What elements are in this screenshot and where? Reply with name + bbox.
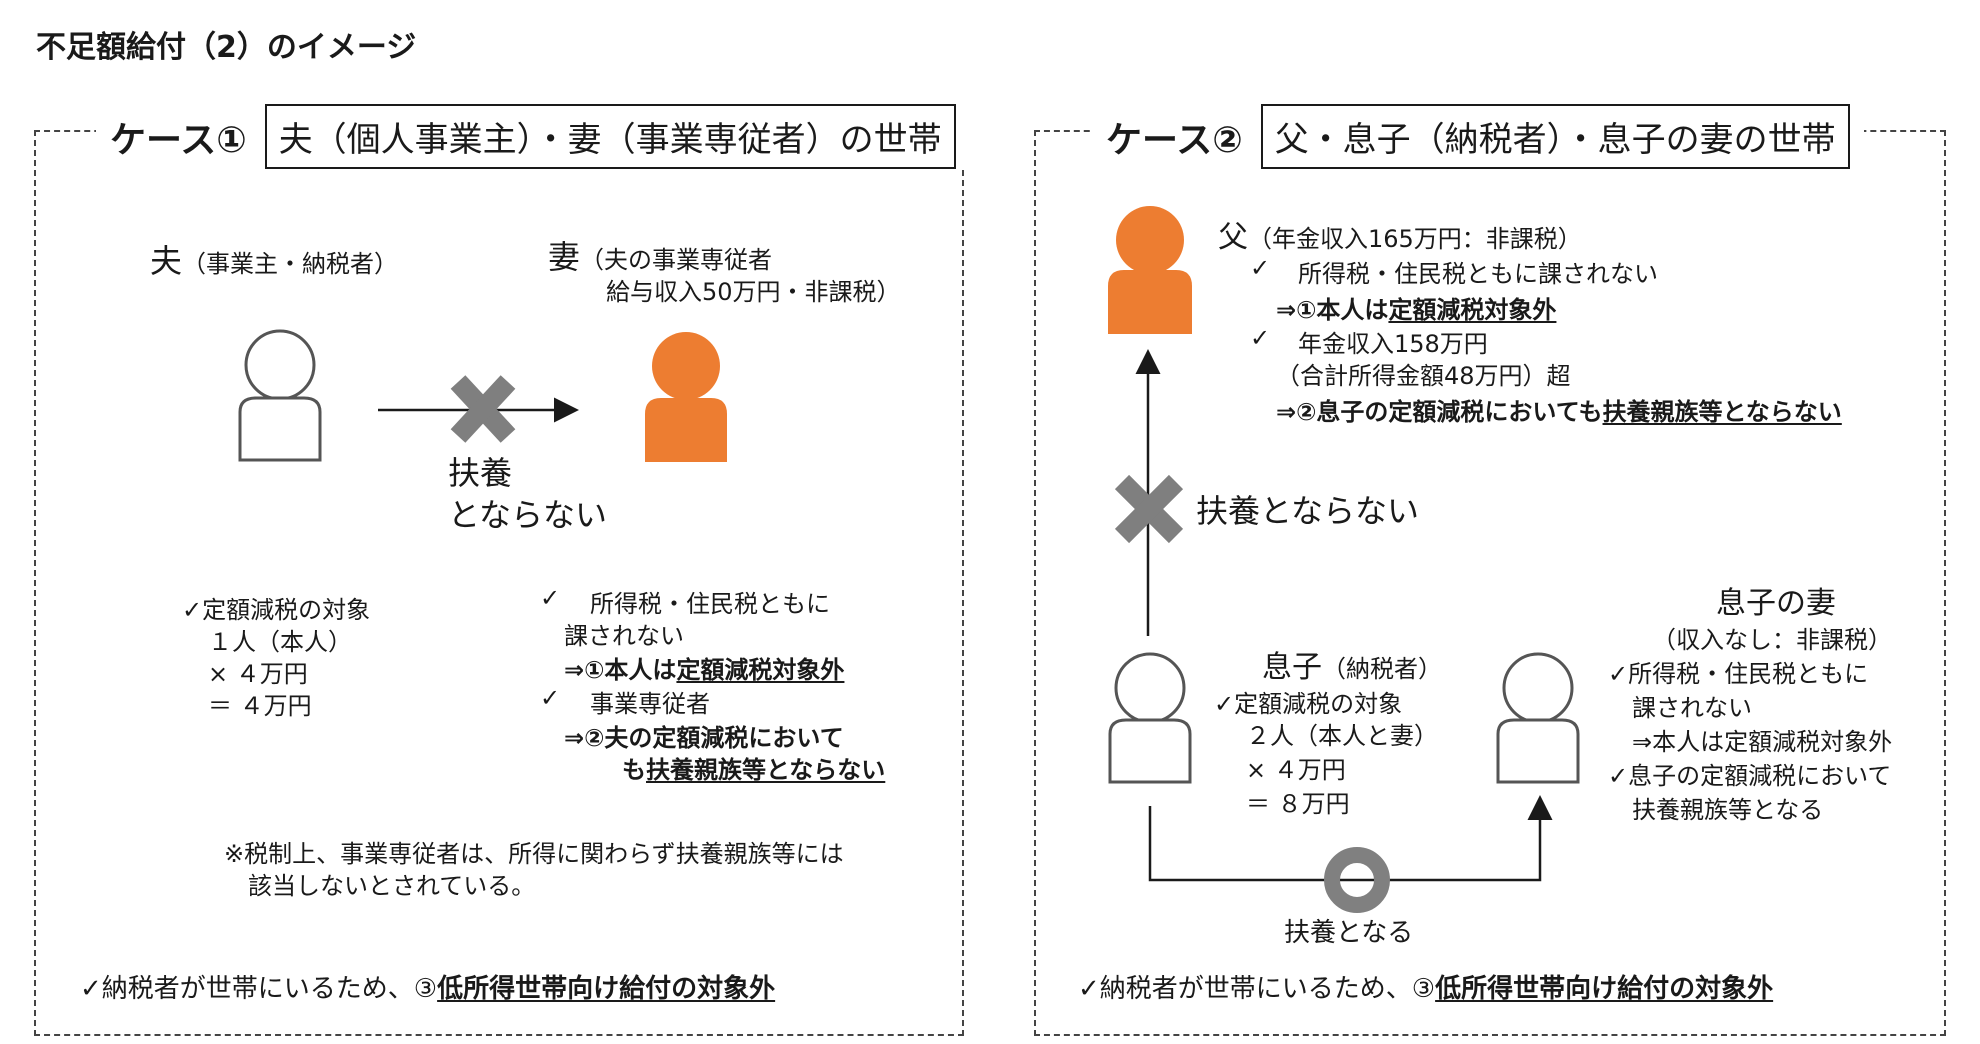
case2-father-check-icon-2: ✓ [1250, 324, 1271, 352]
son-wife-line2: 課されない [1632, 694, 1752, 722]
case1-result1: ⇒①本人は定額減税対象外 [564, 650, 844, 685]
case2-father-line1: 所得税・住民税ともに課されない [1298, 260, 1658, 288]
case1-check-icon-2: ✓ [540, 684, 561, 712]
father-person-icon [1108, 206, 1192, 334]
son-wife-line4: ✓息子の定額減税において [1608, 762, 1892, 790]
wife-person-icon [645, 332, 727, 462]
case2-title: 父・息子（納税者）・息子の妻の世帯 [1260, 104, 1850, 169]
case2-father-result2: ⇒②息子の定額減税においても扶養親族等とならない [1276, 392, 1842, 427]
case1-result1-emph: 定額減税対象外 [676, 656, 845, 684]
case2-dependent-label: 扶養となる [1284, 918, 1414, 948]
case1-not-dependent-line1: 扶養 [448, 454, 513, 492]
father-label: 父（年金収入165万円：非課税） [1218, 212, 1582, 256]
case2-footer-prefix: ✓納税者が世帯にいるため、③ [1078, 974, 1436, 1004]
case1-note-line1: 所得税・住民税ともに [590, 590, 830, 618]
husband-label: 夫（事業主・納税者） [150, 236, 398, 282]
case1-footnote-line2: 該当しないとされている。 [248, 872, 536, 900]
case2-father-result1-emph: 定額減税対象外 [1388, 296, 1557, 324]
case2-father-result2-emph: 扶養親族等とならない [1602, 398, 1842, 426]
father-name: 父 [1218, 220, 1248, 255]
case1-result2-line1: ⇒②夫の定額減税において [564, 724, 844, 752]
son-wife-line5: 扶養親族等となる [1632, 796, 1824, 824]
case1-result2-prefix: も [622, 756, 646, 784]
son-wife-person-icon [1496, 652, 1580, 784]
case1-label: ケース① [110, 119, 247, 161]
son-role: （納税者） [1322, 655, 1442, 683]
case1-header: ケース① 夫（個人事業主）・妻（事業専従者）の世帯 [96, 104, 970, 169]
case2-father-check-icon-1: ✓ [1250, 254, 1271, 282]
case1-note-line3: 事業専従者 [590, 690, 710, 718]
case2-footer-emph: 低所得世帯向け給付の対象外 [1435, 974, 1774, 1004]
son-person-icon [1108, 652, 1192, 784]
son-calc-line3: × ４万円 [1246, 756, 1346, 784]
wife-label: 妻（夫の事業専従者 [548, 232, 772, 278]
case1-not-dependent-line2: とならない [448, 496, 608, 534]
case1-title: 夫（個人事業主）・妻（事業専従者）の世帯 [264, 104, 956, 169]
case2-cross-icon [1114, 474, 1184, 544]
case1-footnote-line1: ※税制上、事業専従者は、所得に関わらず扶養親族等には [224, 840, 844, 868]
son-label: 息子（納税者） [1262, 642, 1442, 686]
case1-calc-line3: × ４万円 [208, 660, 308, 688]
case2-father-result1: ⇒①本人は定額減税対象外 [1276, 290, 1556, 325]
father-income: （年金収入165万円：非課税） [1248, 225, 1582, 253]
case1-cross-icon [450, 375, 516, 443]
case2-father-result2-prefix: ⇒②息子の定額減税においても [1276, 398, 1603, 426]
husband-role: （事業主・納税者） [182, 250, 399, 278]
wife-role-line2: 給与収入50万円・非課税） [606, 278, 901, 306]
wife-name: 妻 [548, 238, 581, 276]
case1-check-icon-1: ✓ [540, 584, 561, 612]
case2-dependent-path [1148, 795, 1553, 882]
case1-footer-prefix: ✓納税者が世帯にいるため、③ [80, 974, 438, 1004]
son-wife-name: 息子の妻 [1716, 586, 1836, 621]
case2-header: ケース② 父・息子（納税者）・息子の妻の世帯 [1092, 104, 1864, 169]
son-wife-line3: ⇒本人は定額減税対象外 [1632, 728, 1893, 756]
case1-note-line2: 課されない [564, 622, 684, 650]
son-wife-income: （収入なし：非課税） [1652, 626, 1892, 654]
case1-calc-line4: ＝ ４万円 [208, 692, 312, 720]
case2-father-line3: （合計所得金額48万円）超 [1276, 362, 1571, 390]
son-calc-line2: ２人（本人と妻） [1246, 722, 1438, 750]
son-calc-line4: ＝ ８万円 [1246, 790, 1350, 818]
son-wife-line1: ✓所得税・住民税ともに [1608, 660, 1869, 688]
case2-father-result1-prefix: ⇒①本人は [1276, 296, 1389, 324]
case1-result2-emph: 扶養親族等とならない [646, 756, 886, 784]
son-calc-line1: ✓定額減税の対象 [1214, 690, 1403, 718]
case2-father-line2: 年金収入158万円 [1298, 330, 1488, 358]
case2-footer: ✓納税者が世帯にいるため、③低所得世帯向け給付の対象外 [1078, 968, 1773, 1005]
case2-not-dependent: 扶養とならない [1196, 492, 1420, 530]
case2-circle-icon [1324, 847, 1390, 913]
case1-result2-line2: も扶養親族等とならない [622, 750, 885, 785]
case1-footer: ✓納税者が世帯にいるため、③低所得世帯向け給付の対象外 [80, 968, 775, 1005]
son-name: 息子 [1262, 650, 1322, 685]
wife-role-line1: （夫の事業専従者 [580, 246, 773, 274]
page-title: 不足額給付（2）のイメージ [36, 30, 417, 65]
case1-calc-line2: １人（本人） [208, 628, 352, 656]
case1-result1-prefix: ⇒①本人は [564, 656, 677, 684]
husband-name: 夫 [150, 242, 183, 280]
case1-calc-line1: ✓定額減税の対象 [182, 596, 371, 624]
husband-person-icon [238, 329, 322, 462]
case1-footer-emph: 低所得世帯向け給付の対象外 [437, 974, 776, 1004]
case2-label: ケース② [1106, 119, 1243, 161]
